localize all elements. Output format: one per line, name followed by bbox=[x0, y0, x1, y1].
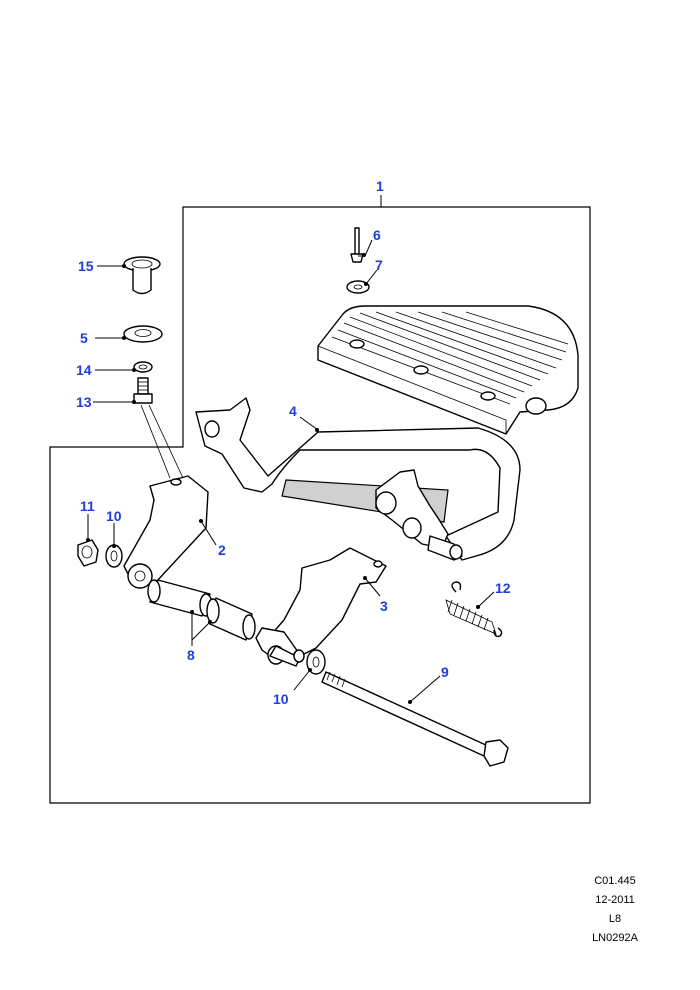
part-3-bracket[interactable] bbox=[255, 547, 387, 667]
part-9-long-bolt[interactable] bbox=[321, 671, 509, 767]
callout-11-label: 11 bbox=[80, 498, 95, 514]
callout-4[interactable]: 4 bbox=[289, 403, 319, 432]
callout-7-label: 7 bbox=[375, 257, 383, 273]
callout-8[interactable]: 8 bbox=[187, 610, 212, 663]
assembly-frame bbox=[49, 206, 591, 804]
callout-6[interactable]: 6 bbox=[358, 227, 381, 257]
callout-15[interactable]: 15 bbox=[78, 258, 126, 274]
callout-3-label: 3 bbox=[380, 598, 388, 614]
pedal-pad[interactable] bbox=[317, 305, 579, 435]
part-7-washer[interactable] bbox=[346, 280, 370, 294]
part-8-spacers[interactable] bbox=[147, 579, 256, 641]
part-12-spring[interactable] bbox=[445, 581, 503, 638]
part-15-bushing[interactable] bbox=[123, 256, 161, 295]
callout-9-label: 9 bbox=[441, 664, 449, 680]
callout-5-label: 5 bbox=[80, 330, 88, 346]
callout-15-label: 15 bbox=[78, 258, 94, 274]
part-4-pedal-arm[interactable] bbox=[195, 397, 521, 561]
part-6-rivet[interactable] bbox=[350, 227, 364, 263]
pad-ribs bbox=[331, 311, 569, 405]
callout-14-label: 14 bbox=[76, 362, 92, 378]
guide-line-a bbox=[140, 404, 171, 479]
part-11-nut[interactable] bbox=[77, 539, 99, 567]
part-10-washer-lower[interactable] bbox=[306, 649, 326, 675]
callout-1[interactable]: 1 bbox=[376, 178, 384, 207]
callout-10-lower[interactable]: 10 bbox=[273, 668, 312, 707]
callout-8-label: 8 bbox=[187, 647, 195, 663]
callout-2[interactable]: 2 bbox=[199, 519, 226, 558]
part-10-washer-upper[interactable] bbox=[105, 544, 123, 568]
callout-3[interactable]: 3 bbox=[363, 576, 388, 614]
callout-13-label: 13 bbox=[76, 394, 92, 410]
part-14-spring-washer[interactable] bbox=[133, 361, 153, 373]
callout-5[interactable]: 5 bbox=[80, 330, 126, 346]
part-13-bolt[interactable] bbox=[133, 377, 153, 404]
part-5-washer[interactable] bbox=[123, 325, 163, 343]
callout-12[interactable]: 12 bbox=[476, 580, 511, 609]
callout-10-lower-label: 10 bbox=[273, 691, 289, 707]
guide-line-b bbox=[148, 404, 184, 479]
reference-date: 12-2011 bbox=[595, 894, 635, 906]
callout-14[interactable]: 14 bbox=[76, 362, 136, 378]
reference-variant: L8 bbox=[608, 913, 622, 925]
callout-12-label: 12 bbox=[495, 580, 511, 596]
callout-1-label: 1 bbox=[376, 178, 384, 194]
reference-block: C01.445 12-2011 L8 LN0292A bbox=[560, 872, 670, 948]
callout-4-label: 4 bbox=[289, 403, 297, 419]
part-2-bracket[interactable] bbox=[123, 475, 209, 589]
callout-7[interactable]: 7 bbox=[364, 257, 383, 286]
callout-6-label: 6 bbox=[373, 227, 381, 243]
callout-9[interactable]: 9 bbox=[408, 664, 449, 704]
reference-code: C01.445 bbox=[594, 875, 636, 887]
callout-10-upper-label: 10 bbox=[106, 508, 122, 524]
reference-drawing-number: LN0292A bbox=[592, 932, 638, 944]
callout-11[interactable]: 11 bbox=[80, 498, 95, 542]
callout-13[interactable]: 13 bbox=[76, 394, 136, 410]
callout-2-label: 2 bbox=[218, 542, 226, 558]
callout-10-upper[interactable]: 10 bbox=[106, 508, 122, 548]
